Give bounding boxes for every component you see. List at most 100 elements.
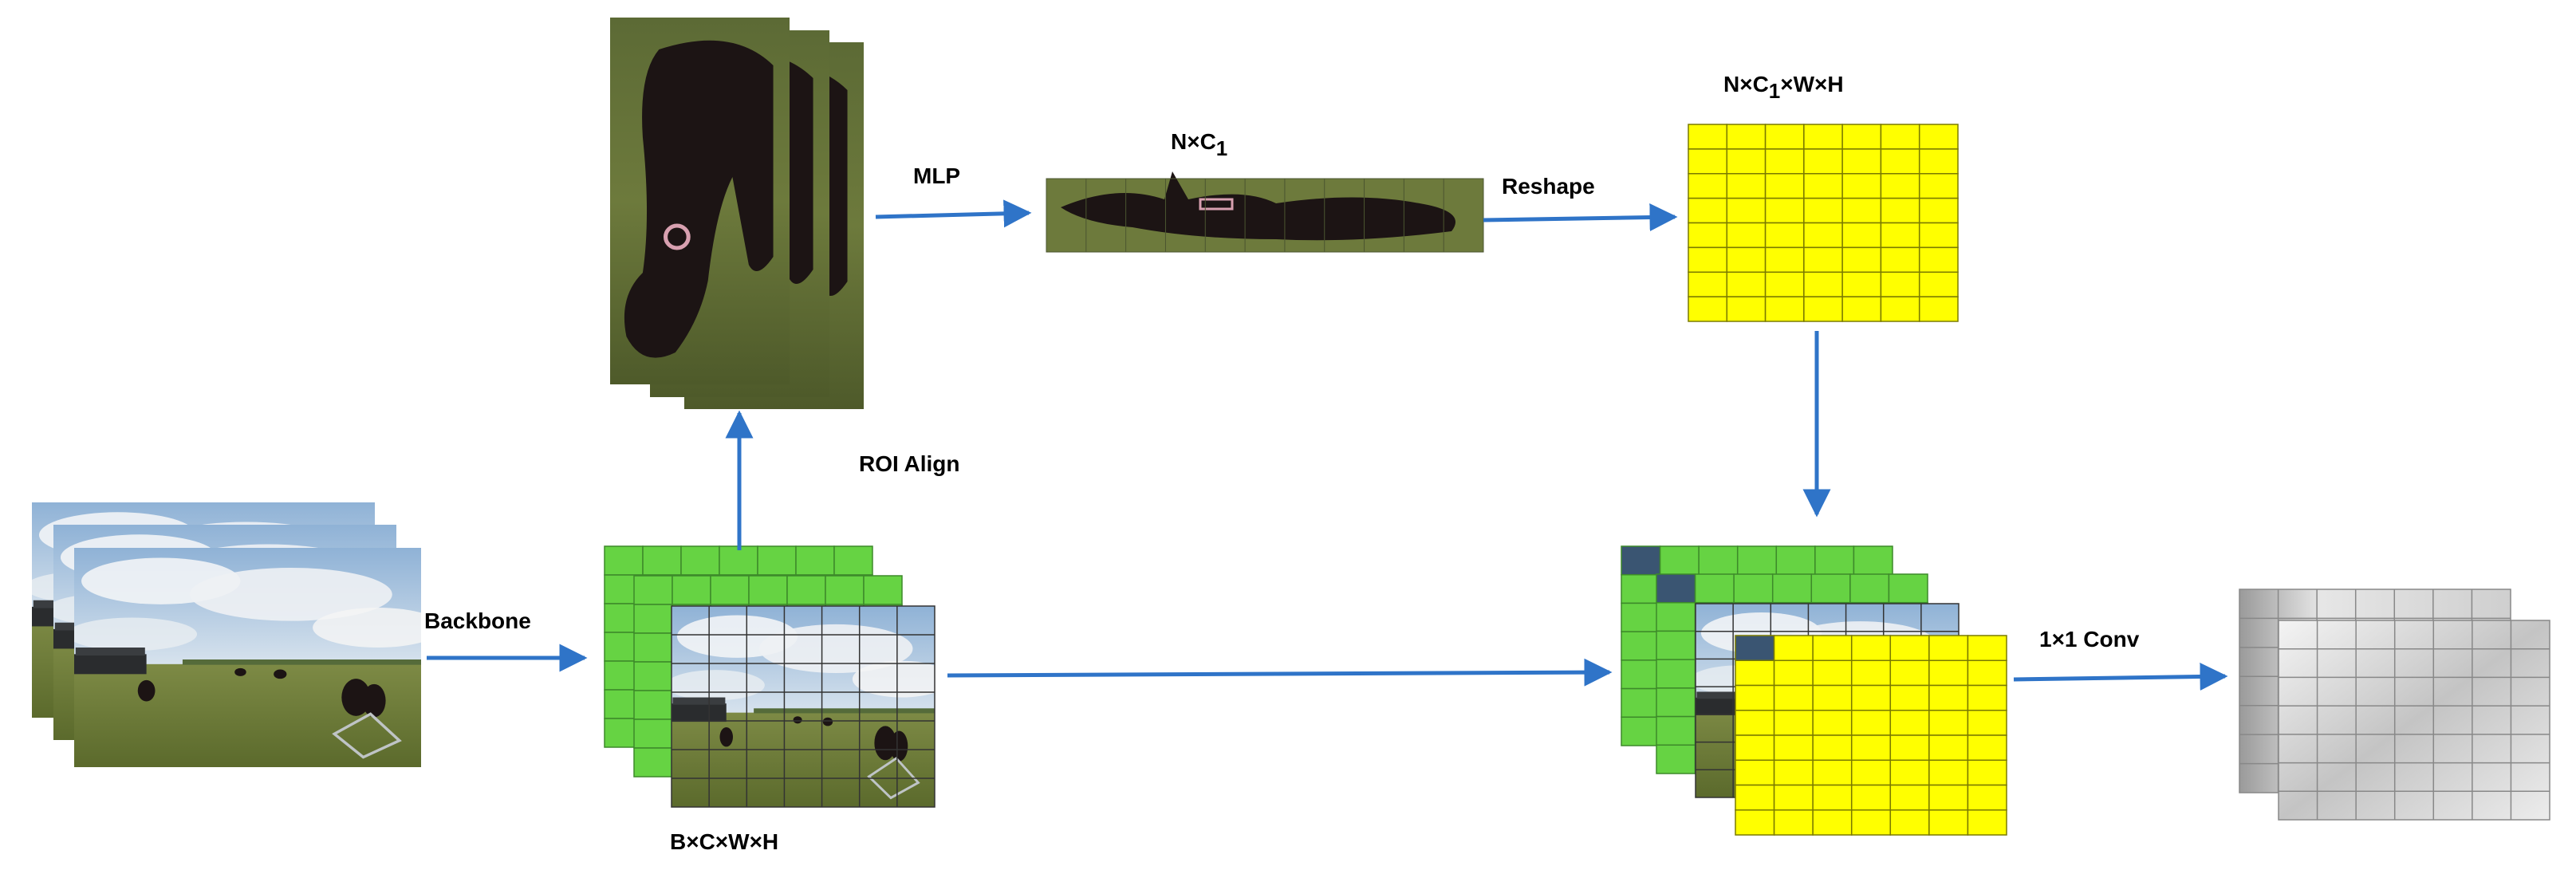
yellow-feature-cell (1726, 222, 1767, 249)
yellow-feature-cell (1764, 222, 1805, 249)
yellow-feature-cell (1735, 759, 1775, 786)
yellow-feature-cell (1880, 124, 1920, 150)
nc1-main: N×C (1171, 129, 1216, 154)
yellow-feature-cell (1841, 246, 1882, 273)
yellow-feature-cell (1880, 296, 1920, 322)
yellow-feature-cell (1841, 148, 1882, 175)
yellow-feature-cell (1850, 659, 1892, 687)
yellow-feature-cell (1967, 809, 2007, 836)
yellow-feature-cell (1850, 684, 1892, 711)
green-feature-cell (1659, 545, 1700, 576)
yellow-feature-cell (1764, 173, 1805, 199)
yellow-feature-cell (1889, 710, 1930, 736)
green-feature-cell (1621, 602, 1661, 632)
green-feature-cell (633, 718, 673, 749)
yellow-feature-cell (1850, 635, 1892, 661)
nc1wh-label: N×C1×W×H (1723, 72, 1844, 104)
green-feature-cell (1621, 716, 1661, 746)
green-feature-cell (795, 545, 835, 576)
yellow-feature-cell (1773, 635, 1814, 661)
yellow-feature-cell (1773, 710, 1814, 736)
yellow-feature-cell (1880, 246, 1920, 273)
yellow-feature-cell (1967, 659, 2007, 687)
yellow-feature-cell (1812, 635, 1853, 661)
yellow-feature-cell (1726, 271, 1767, 297)
yellow-feature-cell (1928, 635, 1969, 661)
green-feature-cell (1814, 545, 1855, 576)
yellow-feature-cell (1812, 684, 1853, 711)
yellow-feature-cell (1967, 684, 2007, 711)
yellow-feature-cell (1773, 684, 1814, 711)
yellow-feature-cell (1889, 635, 1930, 661)
yellow-feature-cell (1735, 710, 1775, 736)
yellow-feature-cell (1841, 271, 1882, 297)
yellow-feature-cell (1918, 222, 1959, 249)
green-feature-cell (748, 575, 788, 605)
yellow-feature-cell (1880, 148, 1920, 175)
yellow-feature-cell (1889, 784, 1930, 811)
arrow-skip-to-concat (947, 658, 1613, 687)
yellow-feature-cell (1928, 710, 1969, 736)
yellow-feature-cell (1928, 734, 1969, 761)
yellow-feature-cell (1764, 246, 1805, 273)
yellow-feature-cell (1850, 710, 1892, 736)
green-feature-cell (1656, 601, 1696, 632)
green-feature-cell (1656, 744, 1696, 774)
conv-label: 1×1 Conv (2039, 627, 2140, 652)
yellow-feature-cell (1812, 710, 1853, 736)
yellow-feature-cell (1726, 148, 1767, 175)
green-feature-cell (1656, 659, 1696, 689)
yellow-feature-cell (1803, 197, 1843, 224)
yellow-feature-cell (1928, 809, 1969, 836)
nc1wh-sub: 1 (1768, 79, 1781, 103)
yellow-feature-cell (1880, 271, 1920, 297)
photo-grid-line-border (671, 605, 935, 808)
yellow-feature-cell (1764, 124, 1805, 150)
yellow-feature-cell (1812, 784, 1853, 811)
green-feature-cell (672, 575, 711, 605)
nc1wh-post: ×W×H (1780, 72, 1844, 96)
yellow-feature-cell (1803, 271, 1843, 297)
yellow-feature-cell (1889, 734, 1930, 761)
green-feature-cell (633, 575, 673, 605)
yellow-feature-cell (1841, 222, 1882, 249)
reshape-label: Reshape (1502, 174, 1595, 199)
yellow-feature-cell (1918, 271, 1959, 297)
yellow-feature-cell (1967, 734, 2007, 761)
green-feature-cell (1621, 573, 1661, 604)
green-feature-cell (1656, 630, 1696, 660)
green-feature-cell (1853, 545, 1893, 576)
green-feature-cell (1733, 573, 1774, 604)
yellow-feature-cell (1735, 659, 1775, 687)
green-feature-cell (833, 545, 873, 576)
yellow-feature-cell (1841, 124, 1882, 150)
yellow-feature-cell (1773, 759, 1814, 786)
green-feature-cell (633, 632, 673, 663)
yellow-feature-cell (1812, 734, 1853, 761)
yellow-feature-cell (1688, 296, 1728, 322)
green-feature-cell (680, 545, 720, 576)
arrows (427, 199, 2228, 691)
yellow-feature-cell (1928, 684, 1969, 711)
yellow-feature-cell (1803, 296, 1843, 322)
green-feature-cell (1694, 573, 1735, 604)
yellow-feature-cell (1735, 809, 1775, 836)
green-feature-cell (642, 545, 682, 576)
yellow-feature-cell (1841, 197, 1882, 224)
arrow-reshape (1483, 203, 1678, 232)
yellow-feature-cell (1803, 222, 1843, 249)
green-feature-cell (710, 575, 750, 605)
yellow-feature-cell (1803, 148, 1843, 175)
yellow-feature-cell (1918, 124, 1959, 150)
nc1-sub: 1 (1215, 136, 1228, 160)
yellow-feature-cell (1688, 148, 1728, 175)
green-feature-cell (825, 575, 865, 605)
yellow-feature-cell (1841, 296, 1882, 322)
yellow-feature-cell (1764, 271, 1805, 297)
yellow-feature-cell (1889, 809, 1930, 836)
yellow-feature-cell (1803, 173, 1843, 199)
green-feature-cell (1621, 545, 1661, 576)
output-feature-stack (2239, 589, 2550, 821)
